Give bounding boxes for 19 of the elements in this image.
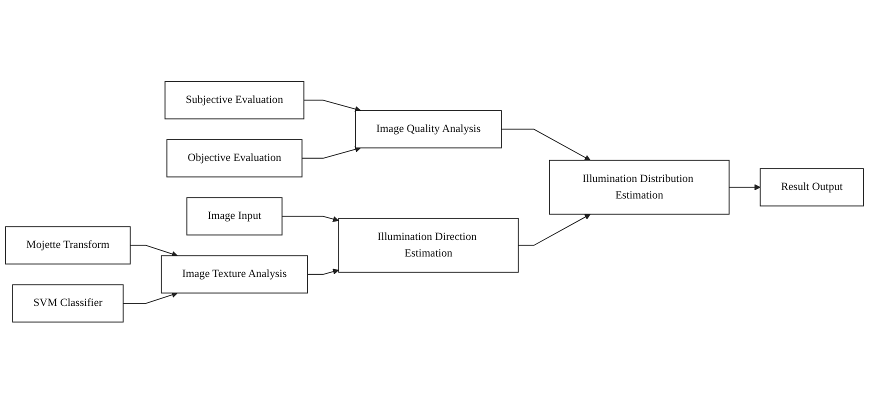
node-box: Mojette Transform — [5, 226, 131, 264]
arrow — [728, 184, 761, 190]
node-box: Image Texture Analysis — [160, 254, 308, 294]
arrow — [302, 146, 361, 158]
arrow — [122, 292, 178, 304]
arrow — [518, 214, 591, 246]
node-box: Result Output — [760, 168, 864, 206]
node-box: Subjective Evaluation — [164, 80, 304, 119]
arrow — [307, 268, 339, 275]
node-box: Illumination Distribution Estimation — [548, 160, 730, 214]
node-box: Objective Evaluation — [166, 138, 302, 178]
arrow — [303, 99, 361, 112]
node-box: Illumination Direction Estimation — [338, 218, 519, 272]
node-box: Image Quality Analysis — [355, 110, 502, 148]
arrow — [500, 128, 591, 160]
node-box: SVM Classifier — [12, 284, 124, 322]
arrow — [130, 244, 178, 257]
node-box: Image Input — [186, 196, 282, 236]
arrow — [282, 216, 339, 222]
